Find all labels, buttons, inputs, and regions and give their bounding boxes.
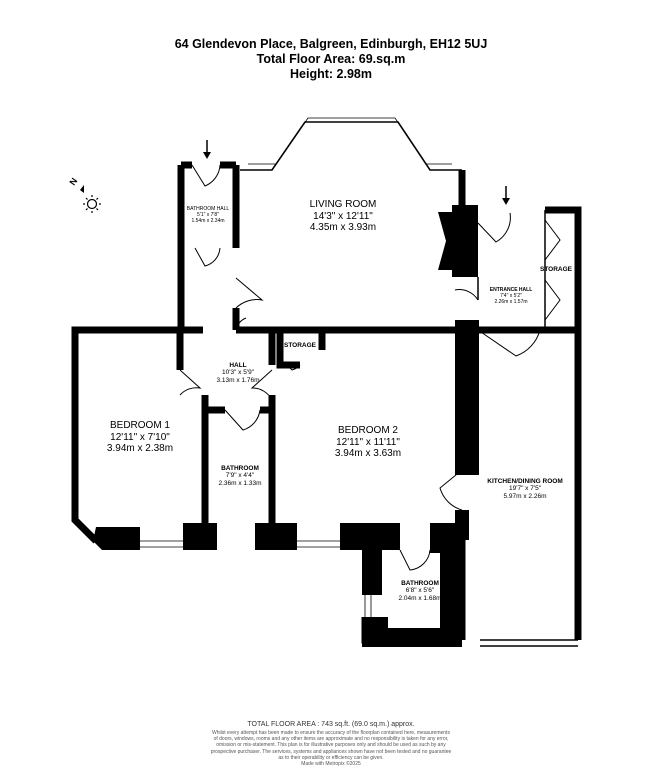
ceiling-height: Height: 2.98m (290, 67, 372, 81)
room-name: STORAGE (539, 266, 573, 273)
room-dimensions-metric: 1.54m x 2.34m (191, 217, 225, 224)
room-dimensions-imperial: 19'7" x 7'5" (508, 485, 542, 493)
property-address: 64 Glendevon Place, Balgreen, Edinburgh,… (174, 37, 488, 51)
footer-total-area: TOTAL FLOOR AREA : 743 sq.ft. (69.0 sq.m… (247, 721, 415, 728)
room-dimensions-imperial: 7'9" x 4'4" (225, 472, 255, 480)
room-dimensions-metric: 4.35m x 3.93m (309, 222, 377, 233)
room-dimensions-metric: 5.97m x 2.26m (503, 492, 547, 500)
room-dimensions-imperial: 12'11" x 11'11" (336, 436, 400, 448)
room-dimensions-metric: 2.26m x 1.57m (494, 298, 528, 305)
footer-line: omission or mis-statement. This plan is … (216, 742, 446, 749)
compass-north-letter: N (67, 176, 79, 187)
footer-line: of doors, windows, rooms and any other i… (213, 736, 449, 742)
room-name: KITCHEN/DINING ROOM (487, 478, 563, 485)
hall-label: HALL 10'3" x 5'9" 3.13m x 1.76m (217, 362, 260, 384)
entrance-arrow-icon (203, 140, 211, 159)
bedroom-1-label: BEDROOM 1 12'11" x 7'10" 3.94m x 2.38m (107, 420, 173, 455)
room-dimensions-metric: 3.13m x 1.76m (216, 376, 260, 384)
room-dimensions-imperial: 12'11" x 7'10" (110, 431, 170, 443)
bedroom-2-label: BEDROOM 2 12'11" x 11'11" 3.94m x 3.63m (335, 425, 401, 460)
room-dimensions-metric: 2.04m x 1.68m (398, 594, 442, 602)
footer-line: as to their operability or efficiency ca… (278, 754, 384, 761)
footer-disclaimer: TOTAL FLOOR AREA : 743 sq.ft. (69.0 sq.m… (0, 721, 662, 767)
room-name: BATHROOM (221, 465, 259, 472)
room-name: BATHROOM (401, 580, 439, 587)
kitchen-dining-label: KITCHEN/DINING ROOM 19'7" x 7'5" 5.97m x… (487, 478, 562, 500)
footer-line: prospective purchaser. The services, sys… (210, 748, 452, 755)
room-dimensions-imperial: 7'4" x 5'2" (500, 292, 522, 299)
total-floor-area: Total Floor Area: 69.sq.m (256, 52, 406, 66)
room-name: HALL (229, 362, 247, 369)
bathroom-1-label: BATHROOM 7'9" x 4'4" 2.36m x 1.33m (219, 465, 262, 487)
footer-line: Whilst every attempt has been made to en… (212, 729, 450, 736)
room-name: BATHROOM HALL (186, 206, 230, 212)
room-name: STORAGE (283, 342, 317, 349)
room-name: BEDROOM 2 (337, 425, 398, 436)
room-dimensions-metric: 2.36m x 1.33m (218, 479, 262, 487)
room-name: LIVING ROOM (309, 199, 377, 210)
room-dimensions-imperial: 14'3" x 12'11" (313, 210, 373, 222)
room-dimensions-imperial: 10'3" x 5'9" (221, 369, 255, 377)
room-dimensions-imperial: 5'1" x 7'8" (197, 211, 219, 218)
room-dimensions-metric: 3.94m x 3.63m (334, 448, 402, 459)
bathroom-hall-label: BATHROOM HALL 5'1" x 7'8" 1.54m x 2.34m (186, 206, 230, 224)
compass-sun-icon (83, 195, 101, 213)
storage-mid-label: STORAGE (284, 342, 316, 349)
entrance-arrow-icon (502, 186, 510, 205)
room-dimensions-metric: 3.94m x 2.38m (106, 443, 174, 454)
storage-right-label: STORAGE (540, 266, 572, 273)
room-name: BEDROOM 1 (109, 420, 170, 431)
entrance-hall-label: ENTRANCE HALL 7'4" x 5'2" 2.26m x 1.57m (489, 287, 533, 305)
living-room-label: LIVING ROOM 14'3" x 12'11" 4.35m x 3.93m (310, 199, 377, 234)
room-name: ENTRANCE HALL (489, 287, 533, 293)
bathroom-2-label: BATHROOM 6'8" x 5'6" 2.04m x 1.68m (399, 580, 442, 602)
footer-credit: Made with Metropix ©2025 (301, 761, 361, 767)
room-dimensions-imperial: 6'8" x 5'6" (405, 587, 435, 595)
